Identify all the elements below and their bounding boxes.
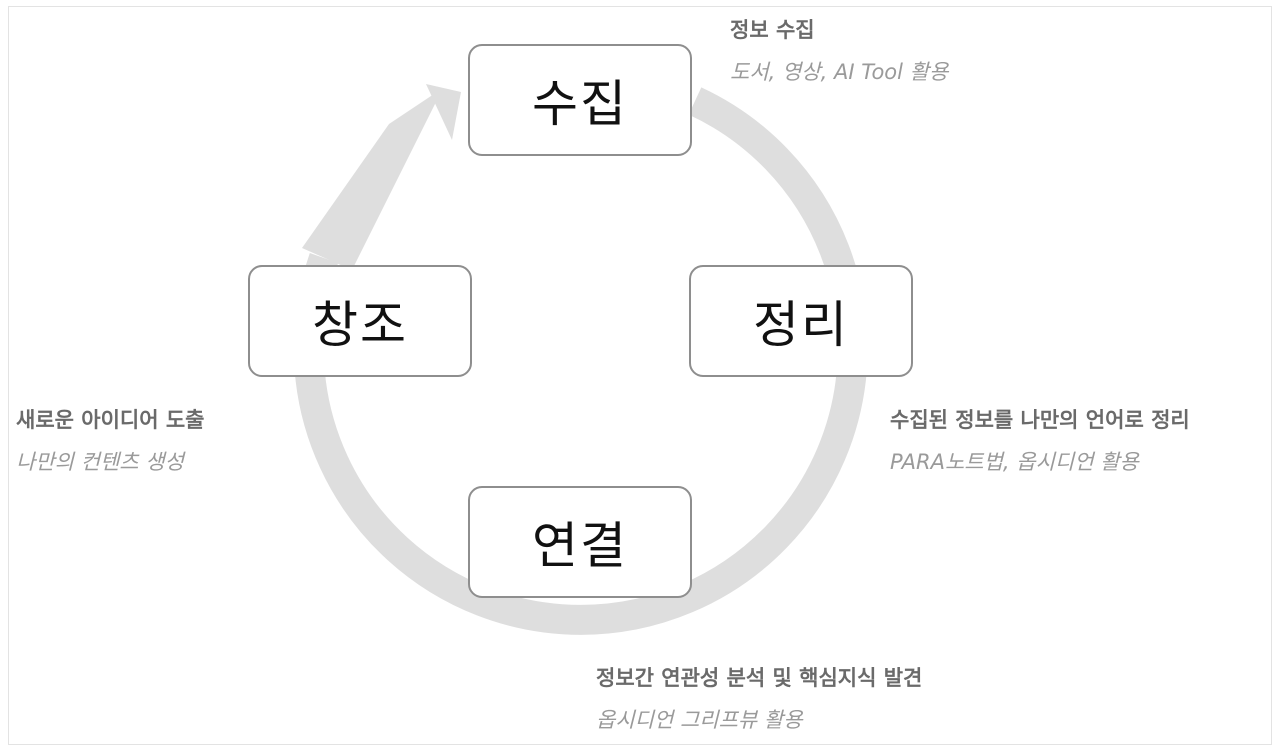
node-create: 창조 (248, 265, 472, 377)
node-organize-label: 정리 (753, 296, 849, 354)
node-collect-label: 수집 (532, 75, 628, 133)
organize-description: 수집된 정보를 나만의 언어로 정리 PARA노트법, 옵시디언 활용 (890, 406, 1190, 476)
node-connect: 연결 (468, 486, 692, 598)
cycle-arrow-head (302, 88, 443, 270)
cycle-arrow-tip (426, 84, 461, 140)
collect-description: 정보 수집 도서, 영상, AI Tool 활용 (730, 16, 948, 86)
connect-description-detail: 옵시디언 그리프뷰 활용 (596, 708, 803, 732)
organize-description-title: 수집된 정보를 나만의 언어로 정리 (890, 408, 1190, 432)
node-create-label: 창조 (312, 296, 408, 354)
node-collect: 수집 (468, 44, 692, 156)
create-description-detail: 나만의 컨텐츠 생성 (16, 450, 184, 474)
node-organize: 정리 (689, 265, 913, 377)
connect-description-title: 정보간 연관성 분석 및 핵심지식 발견 (596, 666, 923, 690)
connect-description: 정보간 연관성 분석 및 핵심지식 발견 옵시디언 그리프뷰 활용 (596, 664, 922, 734)
collect-description-detail: 도서, 영상, AI Tool 활용 (730, 60, 949, 84)
create-description: 새로운 아이디어 도출 나만의 컨텐츠 생성 (16, 406, 205, 476)
node-connect-label: 연결 (532, 517, 628, 575)
collect-description-title: 정보 수집 (730, 18, 815, 42)
cycle-arrow-ring (293, 87, 868, 635)
organize-description-detail: PARA노트법, 옵시디언 활용 (890, 450, 1139, 474)
create-description-title: 새로운 아이디어 도출 (16, 408, 205, 432)
